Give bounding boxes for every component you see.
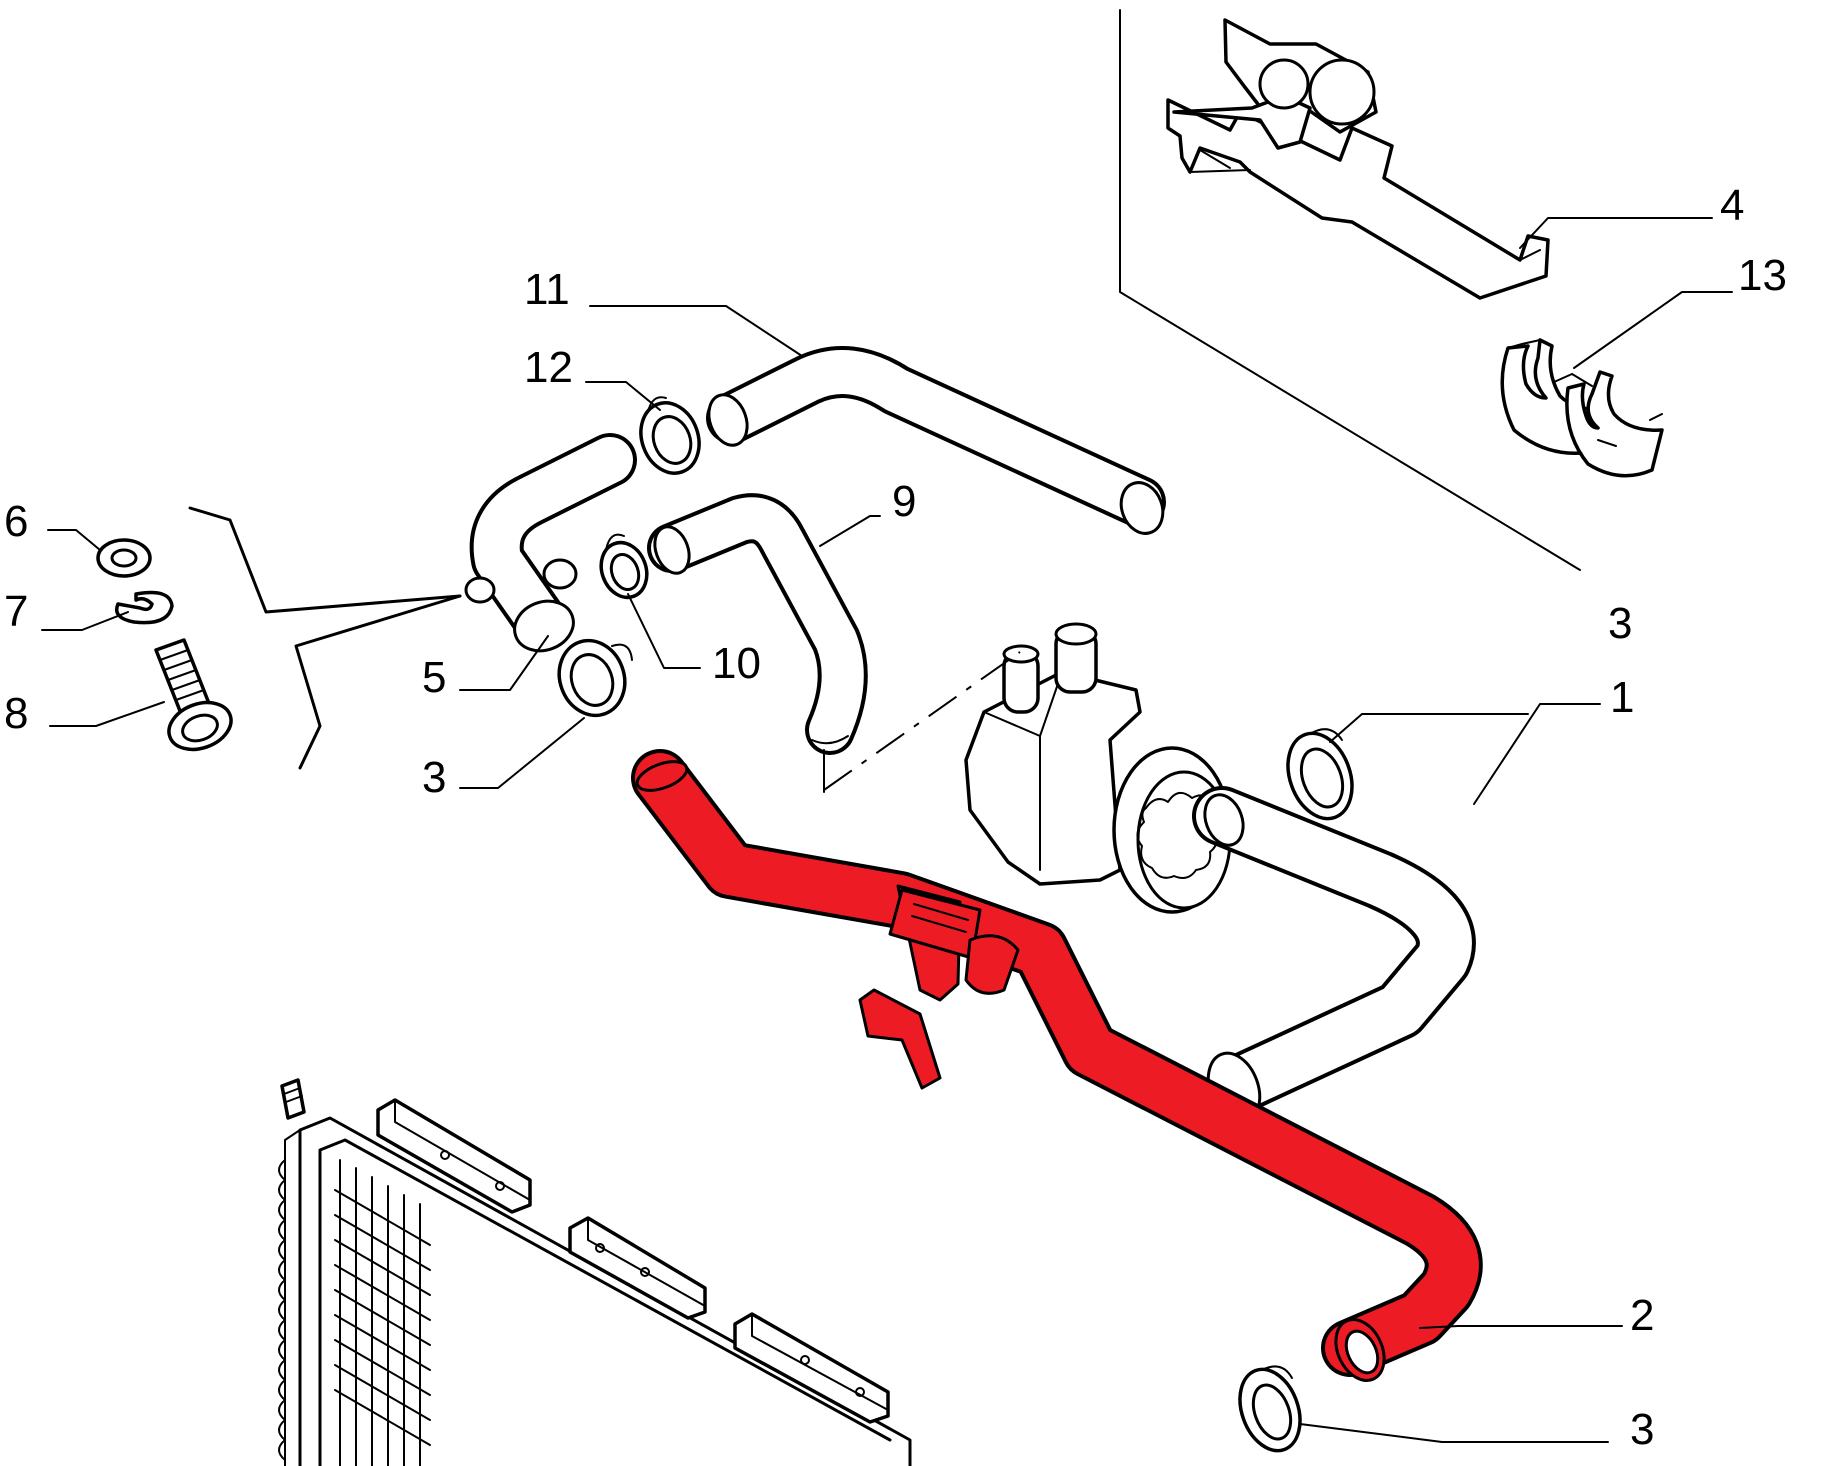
part-5-elbow <box>464 433 637 653</box>
part-12-clamp <box>639 396 701 475</box>
callout-1: 1 <box>1610 673 1634 722</box>
callout-6: 6 <box>4 497 28 546</box>
part-6-washer <box>96 538 152 578</box>
callout-9: 9 <box>892 477 916 526</box>
callout-2: 2 <box>1630 1291 1654 1340</box>
callout-7: 7 <box>4 587 28 636</box>
callout-3-left: 3 <box>422 753 446 802</box>
callout-12: 12 <box>524 343 573 392</box>
callout-3-bottom: 3 <box>1630 1405 1654 1454</box>
callout-3-upper-right: 3 <box>1608 599 1632 648</box>
radiator-cap-fitting <box>280 1078 306 1120</box>
callout-11: 11 <box>524 265 570 314</box>
part-9-hose <box>647 493 868 755</box>
radiator-mounting-bracket <box>376 1098 890 1424</box>
part-2-hose-highlighted <box>631 749 1483 1382</box>
radiator <box>278 1078 912 1466</box>
part-4-bracket <box>1166 18 1550 300</box>
callout-labels: 1 2 3 3 3 4 5 6 7 8 9 10 11 12 13 <box>4 181 1787 1454</box>
callout-13: 13 <box>1738 251 1787 300</box>
radiator-core-grid <box>334 1159 431 1466</box>
callout-8: 8 <box>4 689 28 738</box>
part-1-hose <box>1192 786 1476 1125</box>
callout-10: 10 <box>712 639 761 688</box>
part-3-clamp-left <box>557 638 633 718</box>
part-10-clamp <box>599 533 649 600</box>
part-7-spring-washer <box>115 590 174 625</box>
reference-lines <box>188 9 1581 793</box>
radiator-side-tank <box>278 1159 286 1461</box>
part-8-bolt <box>154 638 233 752</box>
part-3-clamp-bottom <box>1238 1365 1302 1453</box>
part-11-hose <box>706 346 1166 535</box>
part-3-clamp-right <box>1286 728 1354 821</box>
callout-5: 5 <box>422 653 446 702</box>
callout-4: 4 <box>1720 181 1744 230</box>
thermostat-housing <box>964 622 1232 914</box>
part-13-double-clip <box>1500 338 1664 478</box>
leader-lines <box>41 217 1733 1443</box>
